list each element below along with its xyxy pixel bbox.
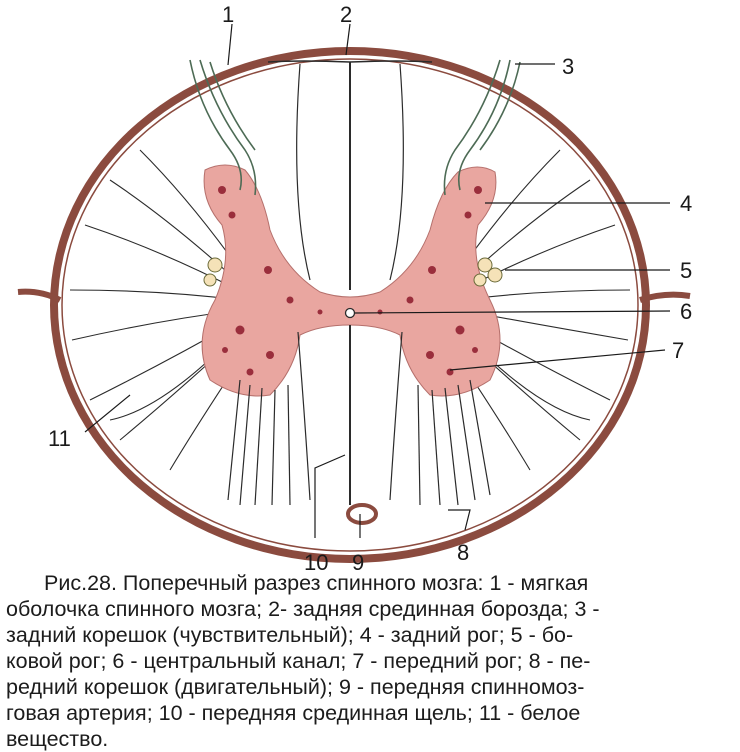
callout-4: 4 xyxy=(680,191,692,216)
callout-8: 8 xyxy=(457,540,469,565)
callout-5: 5 xyxy=(680,258,692,283)
callout-6: 6 xyxy=(680,299,692,324)
callout-9: 9 xyxy=(352,550,364,575)
dorsal-roots xyxy=(189,59,521,196)
leader-lines xyxy=(84,23,671,538)
spinal-cord-diagram: 1 2 3 4 5 6 7 8 9 10 11 xyxy=(17,2,692,575)
callout-10: 10 xyxy=(304,550,328,575)
anterior-spinal-artery xyxy=(346,503,378,525)
caption-line: Рис.28. Поперечный разрез спинного мозга… xyxy=(44,571,589,595)
caption-line: говая артерия; 10 - передняя срединная щ… xyxy=(6,701,581,725)
callout-7: 7 xyxy=(672,338,684,363)
ventral-roots xyxy=(227,379,491,506)
caption-line: редний корешок (двигательный); 9 - перед… xyxy=(6,675,585,699)
denticulate-ligament-right xyxy=(639,291,691,303)
grey-matter xyxy=(201,164,501,397)
central-canal xyxy=(344,307,356,319)
lateral-horn-clusters xyxy=(203,257,503,287)
caption-line: ковой рог; 6 - центральный канал; 7 - пе… xyxy=(6,649,591,673)
callout-3: 3 xyxy=(562,54,574,79)
caption-line: оболочка спинного мозга; 2- задняя среди… xyxy=(6,597,600,621)
callout-2: 2 xyxy=(340,2,352,27)
callout-11: 11 xyxy=(48,426,71,451)
caption-line: вещество. xyxy=(6,727,109,751)
denticulate-ligament-left xyxy=(17,288,62,303)
callout-1: 1 xyxy=(222,2,234,27)
caption-line: задний корешок (чувствительный); 4 - зад… xyxy=(6,623,574,647)
figure-caption: Рис.28. Поперечный разрез спинного мозга… xyxy=(6,570,736,752)
